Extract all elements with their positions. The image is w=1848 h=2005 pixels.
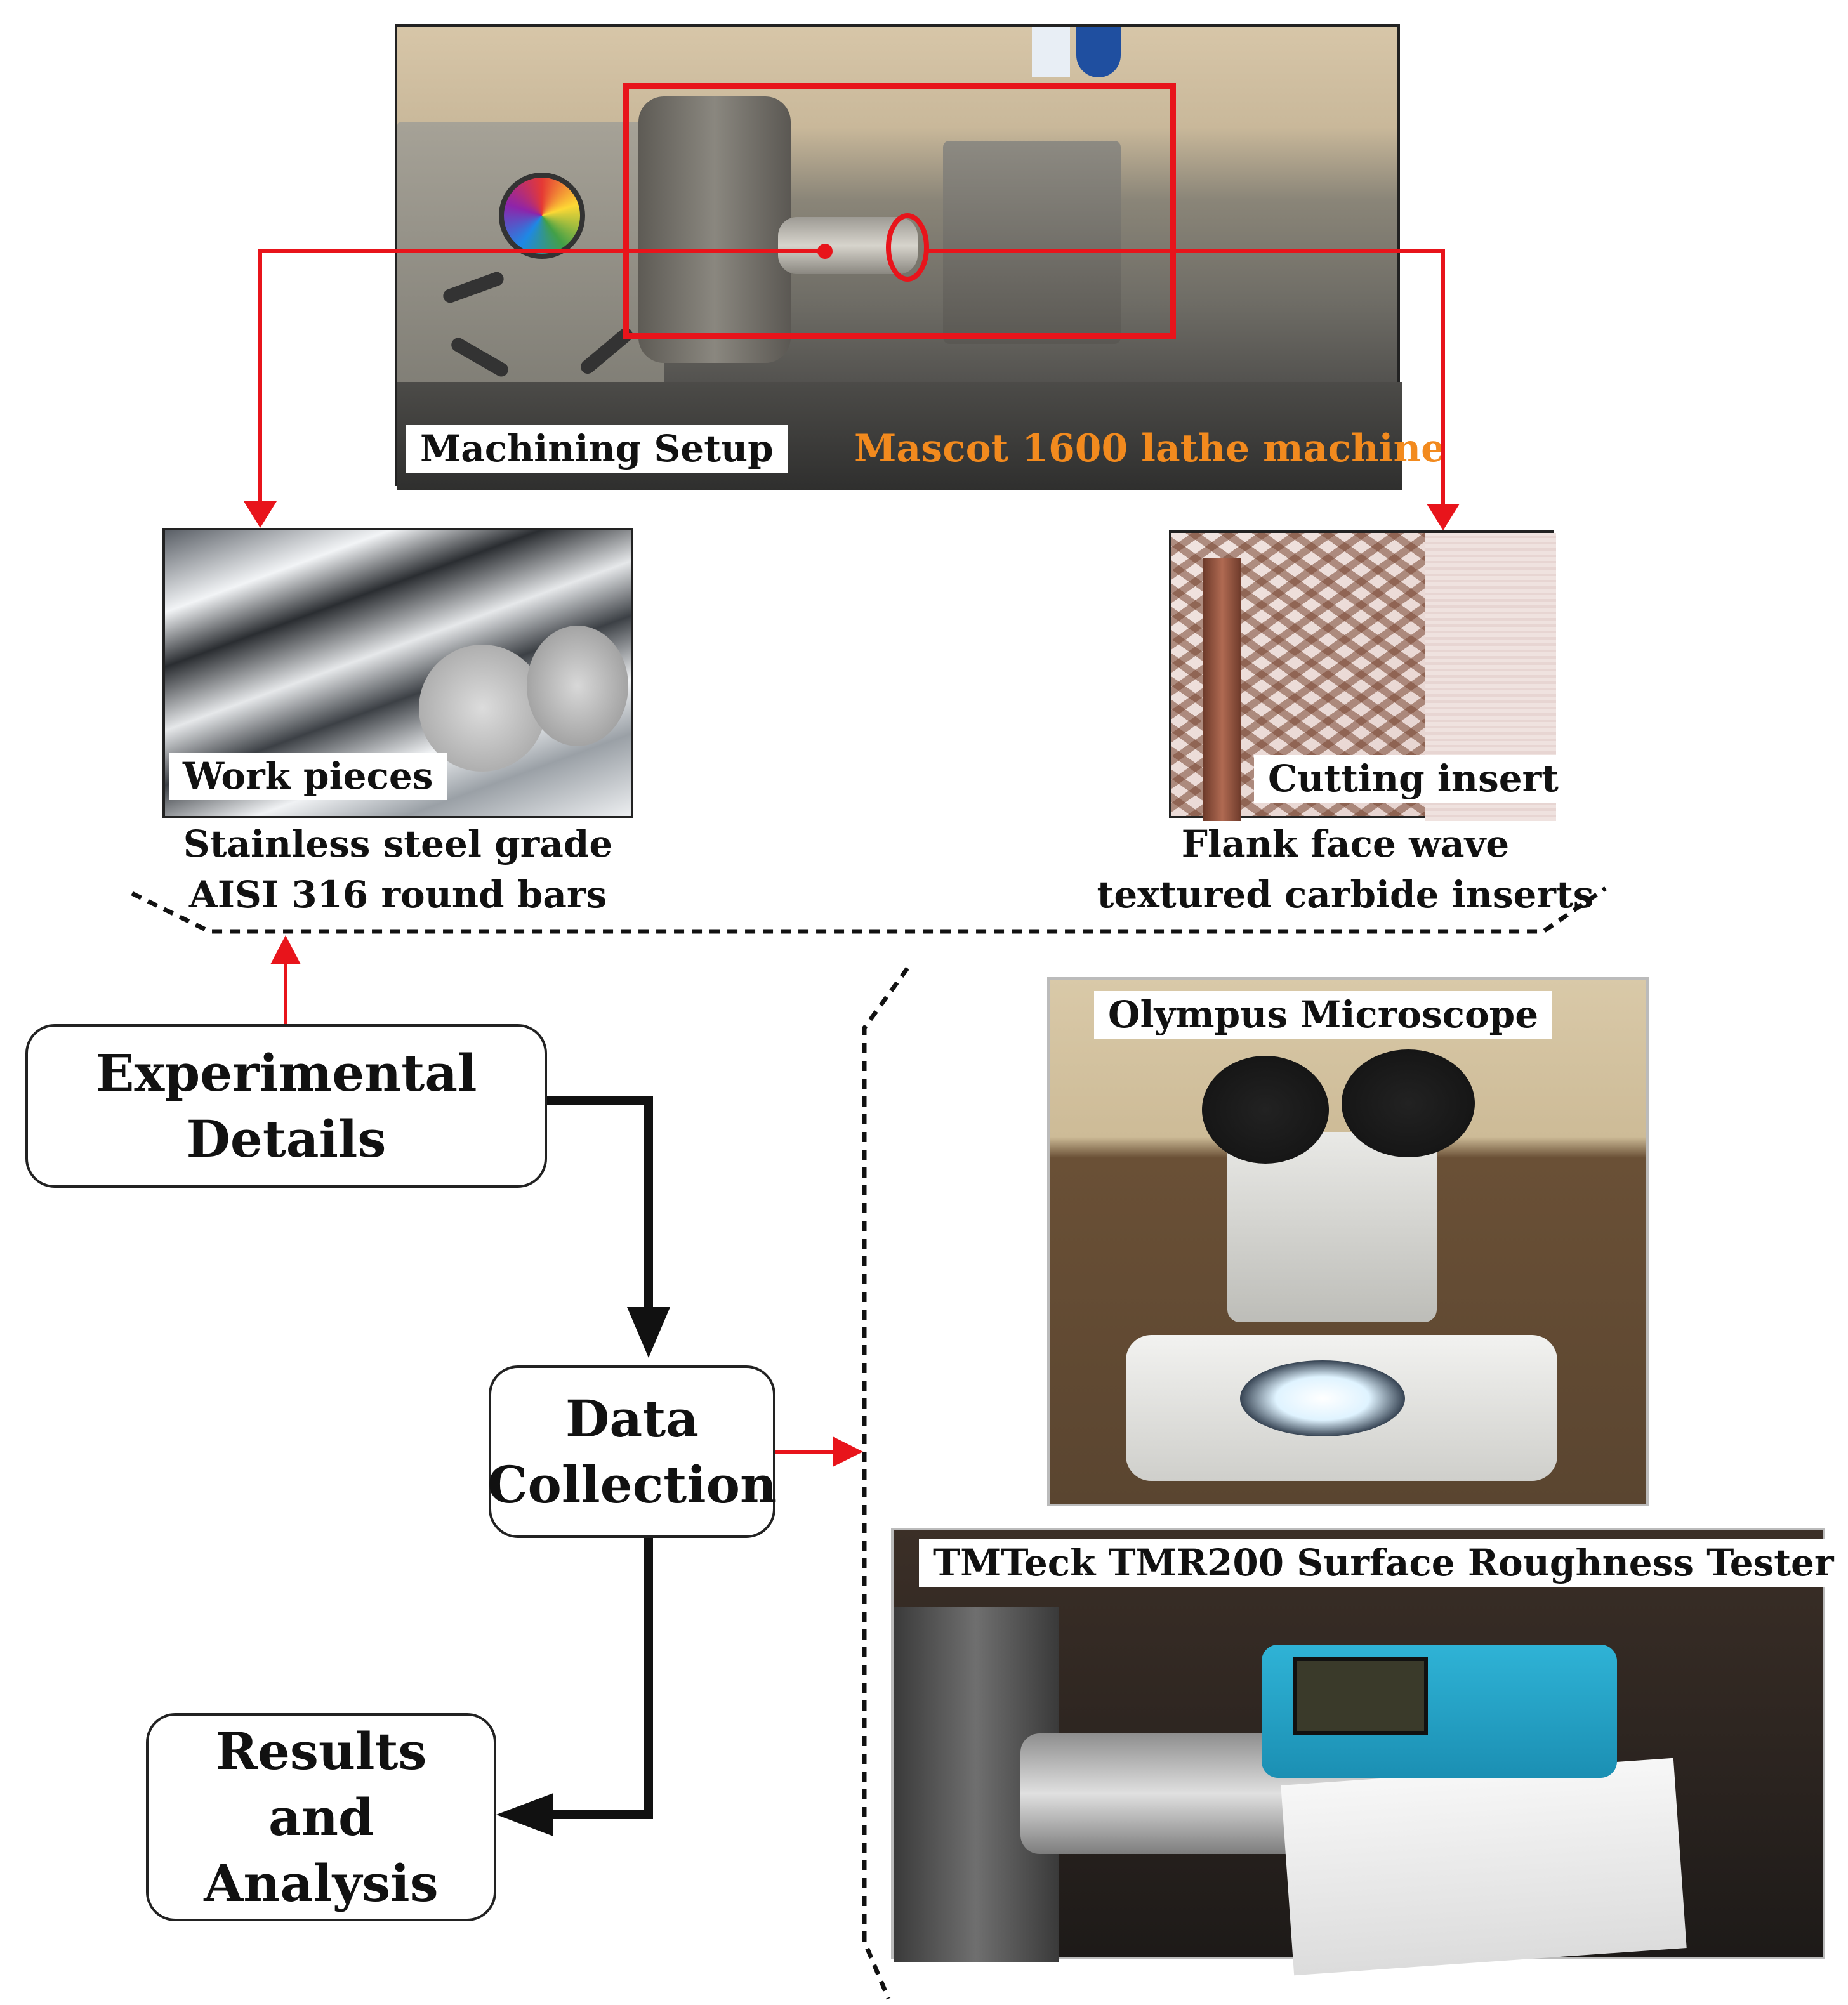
- insert-highlight-circle: [886, 213, 929, 282]
- goggles-sign-icon: [1076, 27, 1121, 77]
- insert-caption-line1: Flank face wave: [1181, 822, 1510, 865]
- results-line2: and: [268, 1787, 374, 1847]
- flow-arrowhead-to-data: [627, 1307, 670, 1358]
- microscope-eyepiece-left: [1202, 1056, 1329, 1164]
- lathe-chuck: [638, 96, 791, 363]
- tester-screen: [1293, 1657, 1428, 1735]
- cutting-insert-photo: Cutting insert: [1169, 530, 1573, 821]
- workpiece-leader-arrowhead: [244, 501, 277, 528]
- workpiece-leader-line: [258, 249, 825, 519]
- microscope-body: [1227, 1132, 1437, 1322]
- insert-caption-line2: textured carbide inserts: [1097, 873, 1594, 916]
- bar-end-face: [527, 626, 628, 746]
- data-to-measure-arrowhead: [833, 1436, 863, 1467]
- results-line1: Results: [215, 1721, 427, 1781]
- data-collection-box: Data Collection: [487, 1365, 777, 1538]
- flow-arrow-to-data: [547, 1096, 653, 1320]
- workpieces-photo: Work pieces: [162, 528, 633, 818]
- lathe-highlight-rect: [623, 83, 1176, 339]
- machine-name-label: Mascot 1600 lathe machine: [854, 426, 1446, 471]
- experimental-details-box: Experimental Details: [25, 1024, 547, 1188]
- microscope-label: Olympus Microscope: [1094, 991, 1553, 1039]
- workpieces-label: Work pieces: [169, 753, 447, 800]
- materials-dashed-bracket: [131, 886, 1607, 934]
- experimental-line1: Experimental: [95, 1043, 477, 1103]
- microscope-eyepiece-right: [1342, 1049, 1475, 1157]
- lathe-headstock: [397, 122, 664, 420]
- flow-arrow-to-results: [546, 1537, 653, 1819]
- flow-arrowhead-to-results: [496, 1793, 553, 1836]
- lathe-tool-post: [943, 141, 1121, 344]
- roughness-tester-photo: TMTeck TMR200 Surface Roughness Tester: [891, 1528, 1848, 1976]
- cutting-insert-label: Cutting insert: [1254, 755, 1573, 803]
- data-collection-line2: Collection: [487, 1455, 777, 1515]
- results-line3: Analysis: [204, 1853, 439, 1913]
- machining-setup-label: Machining Setup: [406, 425, 788, 473]
- microscope-light-stage: [1240, 1360, 1405, 1436]
- measurement-dashed-bracket: [862, 966, 909, 2000]
- lathe-dial-icon: [499, 173, 585, 259]
- workpiece-caption-line1: Stainless steel grade: [183, 822, 613, 865]
- data-collection-line1: Data: [565, 1389, 699, 1449]
- roughness-tester-label: TMTeck TMR200 Surface Roughness Tester: [919, 1539, 1848, 1587]
- bar-end-face: [419, 645, 546, 772]
- machining-setup-photo: Machining Setup Mascot 1600 lathe machin…: [395, 24, 1445, 490]
- safety-sign-icon: [1032, 27, 1070, 77]
- experimental-up-arrowhead: [270, 935, 301, 964]
- results-analysis-box: Results and Analysis: [146, 1713, 496, 1921]
- experimental-line2: Details: [186, 1109, 386, 1169]
- workpiece-caption-line2: AISI 316 round bars: [188, 873, 607, 916]
- insert-leader-arrowhead: [1427, 504, 1460, 530]
- insert-leader-line: [927, 249, 1445, 522]
- microscope-photo: Olympus Microscope: [1047, 977, 1649, 1506]
- insert-edge: [1203, 558, 1241, 821]
